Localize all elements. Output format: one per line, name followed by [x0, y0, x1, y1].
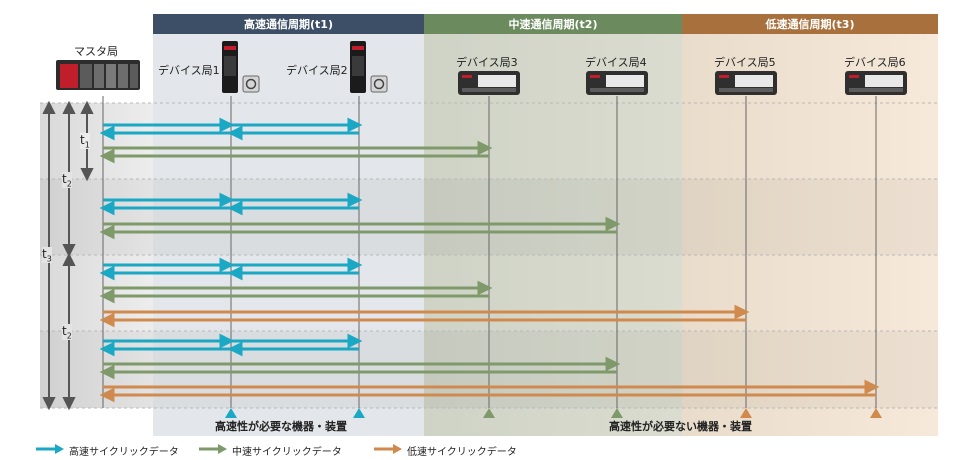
bottom-markers	[225, 408, 882, 418]
time-label-t1-sub: 1	[84, 140, 90, 150]
mid-speed-arrows	[99, 140, 621, 380]
low-speed-arrows	[99, 304, 880, 403]
marker-device-2	[353, 408, 365, 418]
column-bg-mid	[424, 34, 682, 436]
marker-device-6	[870, 408, 882, 418]
header-label-mid: 中速通信周期(t2)	[508, 18, 598, 31]
device-5-label: デバイス局5	[714, 56, 776, 69]
time-label-t2-second: t2	[62, 324, 72, 341]
legend-mid-label: 中速サイクリックデータ	[232, 447, 342, 458]
column-bg-low	[682, 34, 938, 436]
master-station-icon	[56, 60, 140, 90]
device-6-label: デバイス局6	[844, 56, 906, 69]
high-speed-note: 高速性が必要な機器・装置	[215, 420, 347, 433]
time-label-t2-second-main: t	[62, 324, 67, 338]
header-band-high	[153, 14, 424, 34]
column-bg-high	[153, 34, 424, 436]
legend-high-label: 高速サイクリックデータ	[69, 447, 179, 458]
marker-device-4	[611, 408, 623, 418]
device-3-icon	[458, 71, 520, 95]
header-band-mid	[424, 14, 682, 34]
legend-arrows	[36, 444, 402, 454]
device-2-icon	[350, 41, 388, 93]
device-2-label: デバイス局2	[286, 64, 348, 77]
time-label-t1-main: t	[80, 133, 85, 147]
time-label-t1: t1	[80, 133, 90, 150]
marker-device-3	[483, 408, 495, 418]
device-6-icon	[845, 71, 907, 95]
device-1-label: デバイス局1	[158, 64, 220, 77]
time-label-t3-sub: 3	[46, 254, 52, 264]
time-label-t2-second-sub: 2	[66, 331, 72, 341]
device-4-icon	[586, 71, 648, 95]
device-4-label: デバイス局4	[585, 56, 647, 69]
device-3-label: デバイス局3	[456, 56, 518, 69]
time-label-t3-main: t	[42, 247, 47, 261]
t3-arrow-bottom	[42, 397, 56, 411]
low-speed-note: 高速性が必要ない機器・装置	[609, 420, 752, 433]
device-1-icon	[222, 41, 260, 93]
time-label-t3: t3	[42, 247, 52, 264]
legend-low-label: 低速サイクリックデータ	[407, 447, 517, 458]
time-label-t2-first-sub: 2	[66, 179, 72, 189]
header-band-low	[682, 14, 938, 34]
header-label-low: 低速通信周期(t3)	[765, 18, 855, 31]
device-5-icon	[715, 71, 777, 95]
master-station-label: マスタ局	[74, 45, 118, 58]
high-speed-arrows	[99, 117, 363, 357]
marker-device-5	[740, 408, 752, 418]
marker-device-1	[225, 408, 237, 418]
header-label-high: 高速通信周期(t1)	[244, 18, 333, 31]
time-label-t2-first: t2	[62, 172, 72, 189]
t3-arrow-top	[42, 100, 56, 114]
time-label-t2-first-main: t	[62, 172, 67, 186]
